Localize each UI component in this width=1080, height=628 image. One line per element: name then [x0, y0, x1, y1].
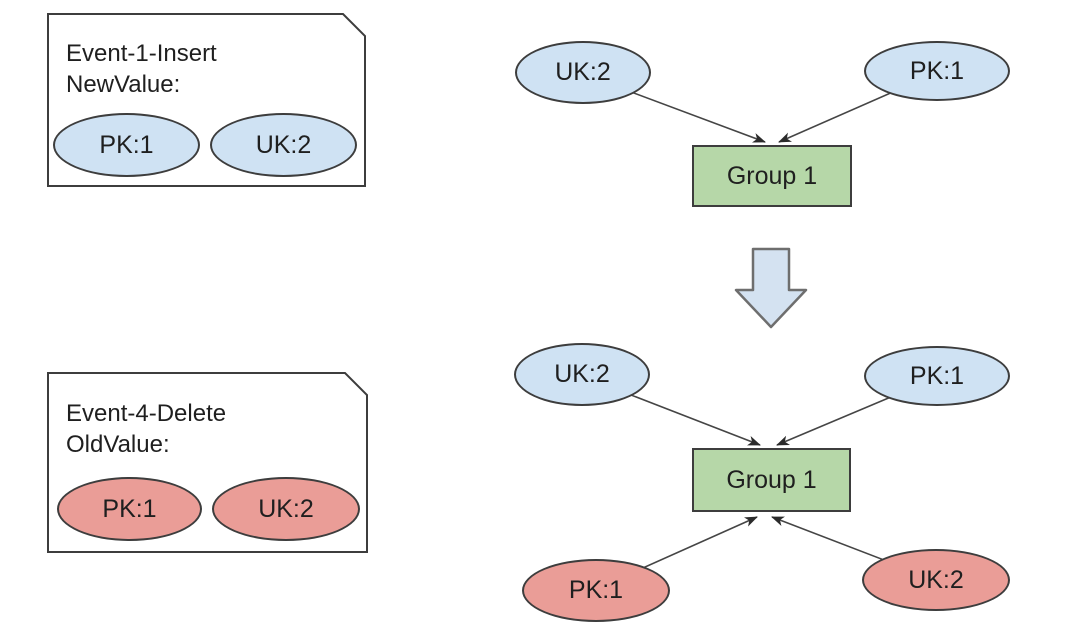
- group-label: Group 1: [726, 161, 818, 190]
- node-label: UK:2: [555, 58, 611, 86]
- graph-bottom-node-pk1-blue: PK:1: [864, 346, 1010, 406]
- graph-top-group-box: Group 1: [692, 145, 852, 207]
- graph-bottom-node-pk1-red: PK:1: [522, 559, 670, 622]
- node-label: PK:1: [102, 494, 157, 523]
- note-insert-text: Event-1-Insert NewValue:: [66, 38, 217, 100]
- graph-top-node-uk2: UK:2: [515, 41, 651, 104]
- node-label: UK:2: [554, 360, 610, 388]
- note-delete-line2: OldValue:: [66, 431, 170, 458]
- node-label: PK:1: [99, 130, 154, 159]
- graph-bottom-node-uk2-blue: UK:2: [514, 343, 650, 406]
- note-delete-node-uk2: UK:2: [212, 477, 360, 541]
- graph-top-node-pk1: PK:1: [864, 41, 1010, 101]
- down-arrow-icon: [734, 247, 808, 329]
- note-insert-line1: Event-1-Insert: [66, 40, 217, 67]
- note-delete-line1: Event-4-Delete: [66, 400, 227, 427]
- graph-bottom-group-box: Group 1: [692, 448, 851, 512]
- node-label: PK:1: [909, 361, 965, 390]
- note-delete-text: Event-4-Delete OldValue:: [66, 398, 226, 460]
- node-label: UK:2: [255, 130, 312, 159]
- note-delete-node-pk1: PK:1: [57, 477, 202, 541]
- node-label: PK:1: [568, 576, 624, 604]
- note-insert-line2: NewValue:: [66, 71, 181, 98]
- note-insert-node-uk2: UK:2: [210, 113, 357, 177]
- node-label: UK:2: [908, 565, 964, 594]
- note-insert-node-pk1: PK:1: [53, 113, 200, 177]
- node-label: PK:1: [909, 56, 965, 85]
- graph-bottom-node-uk2-red: UK:2: [862, 549, 1010, 611]
- node-label: UK:2: [258, 494, 314, 523]
- group-label: Group 1: [726, 465, 817, 494]
